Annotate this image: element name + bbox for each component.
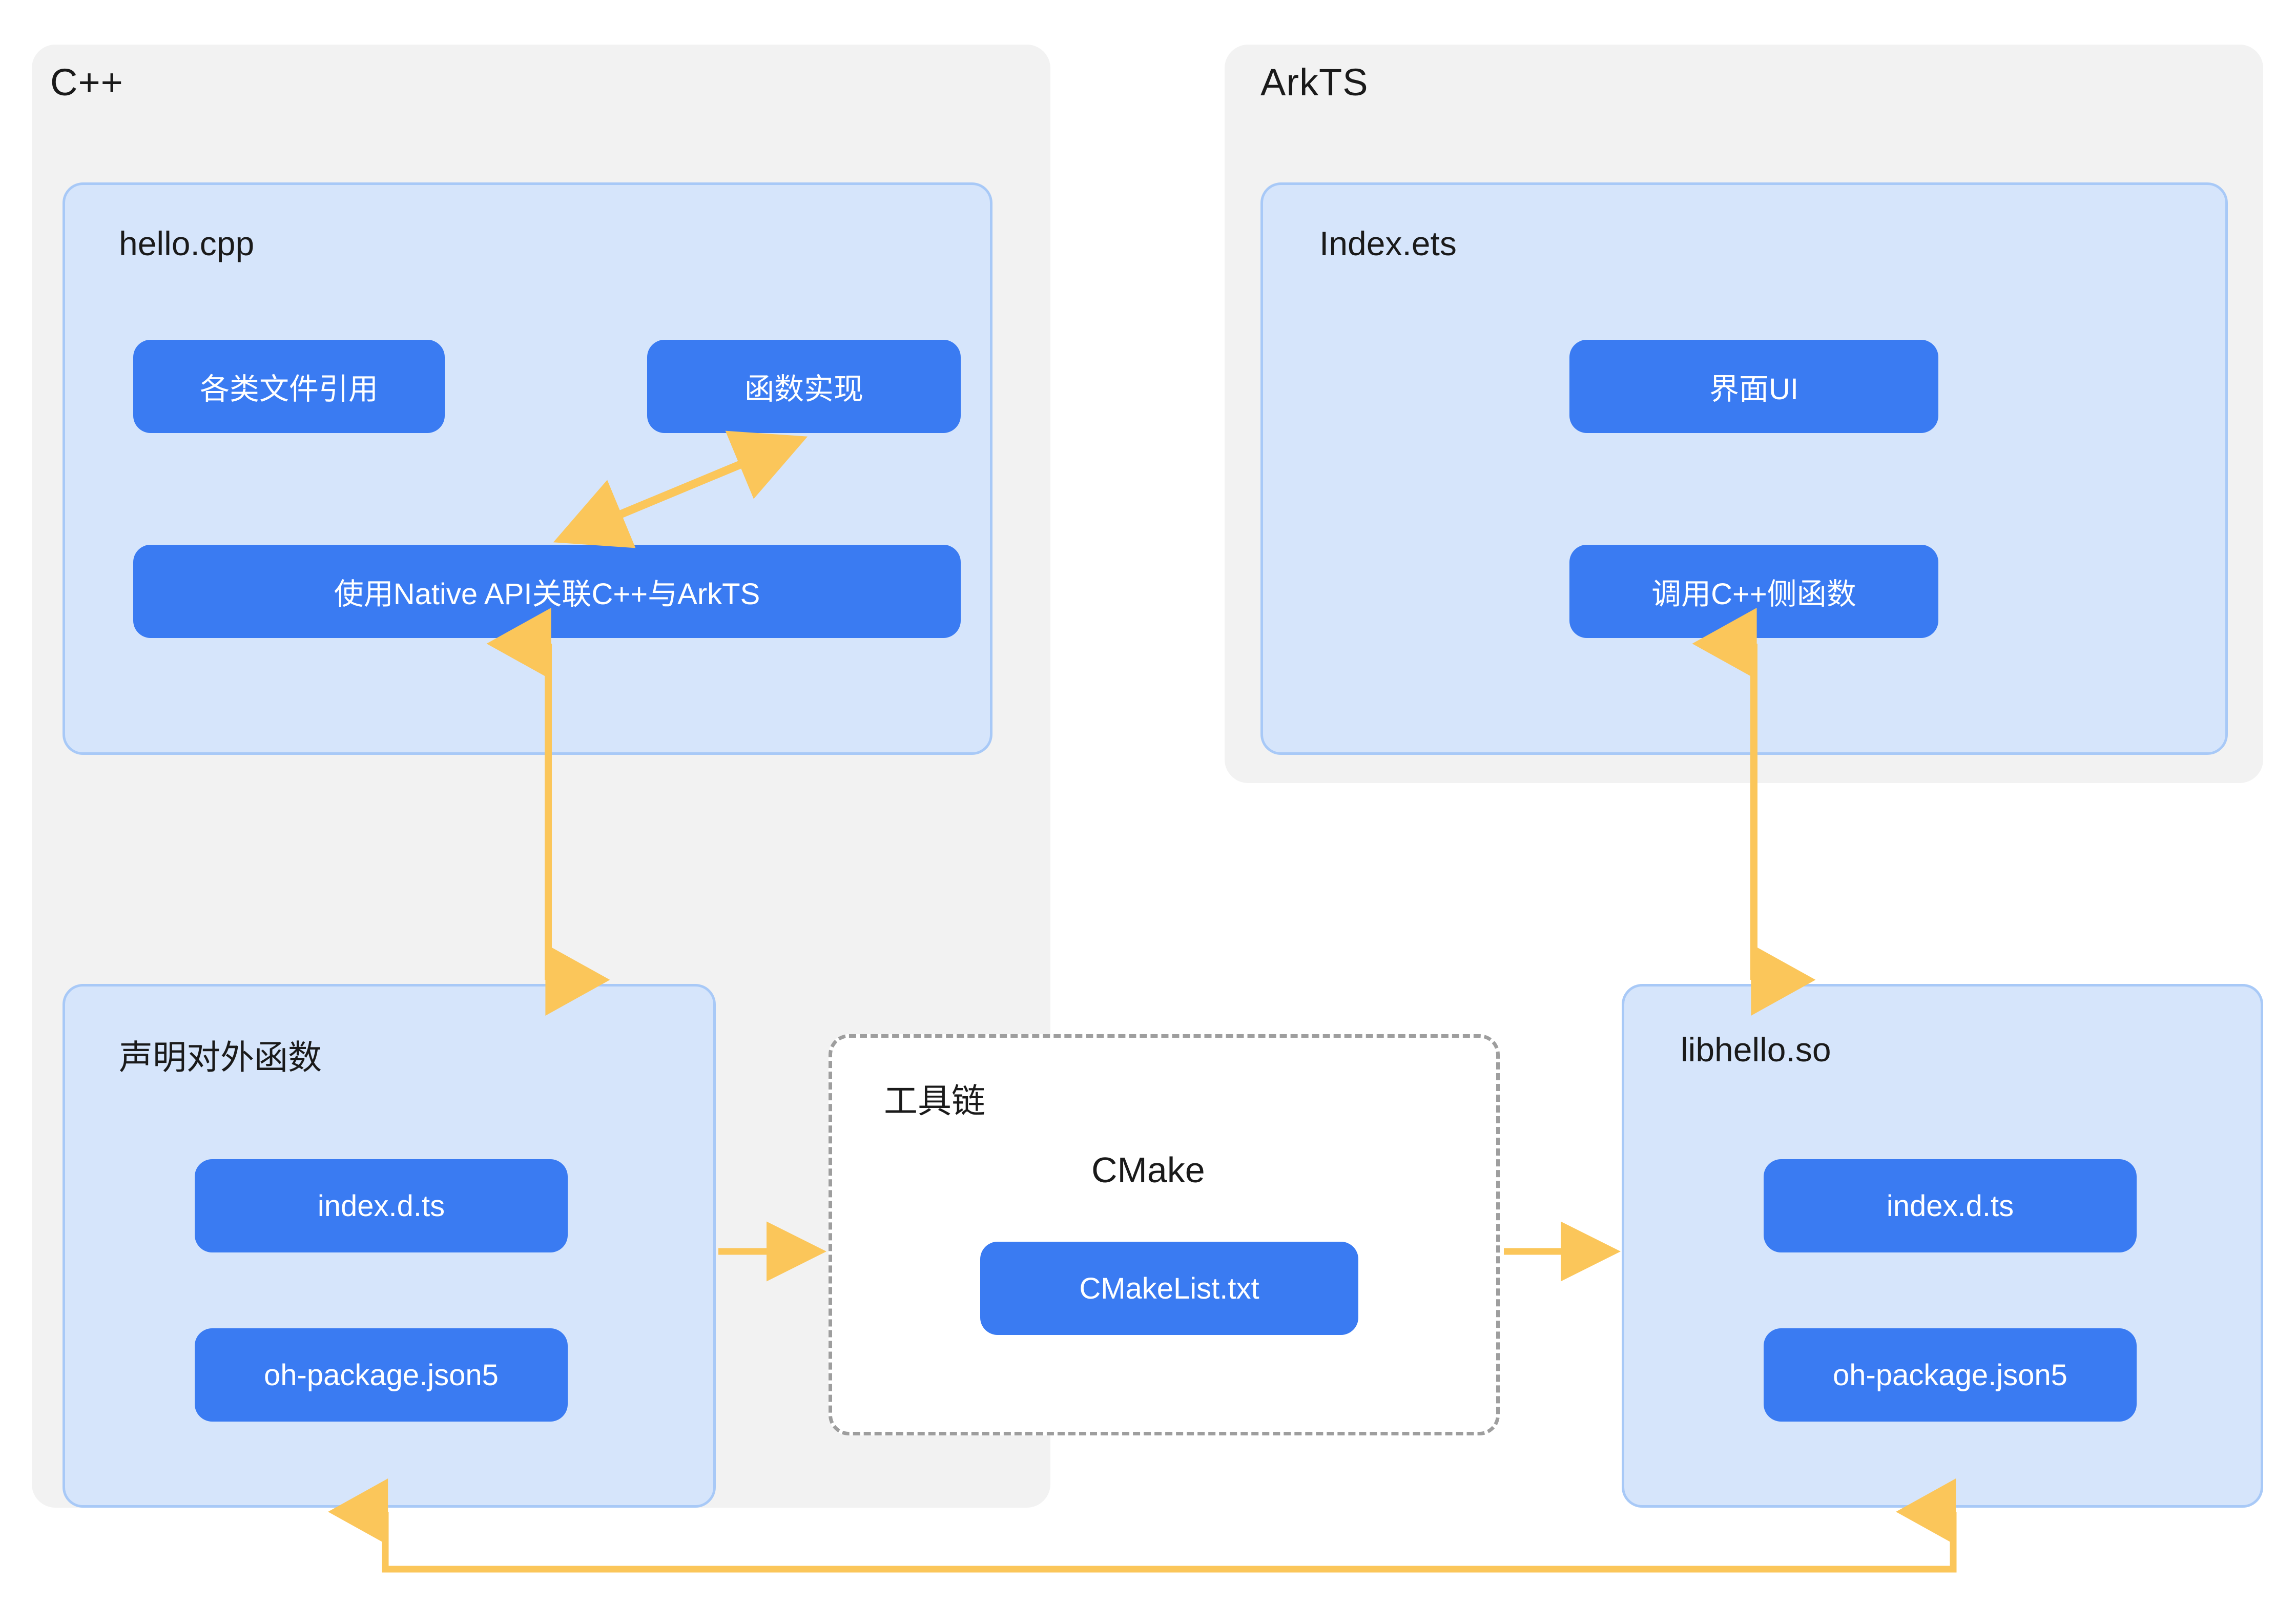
card-toolchain <box>829 1034 1500 1435</box>
node-call-cpp-function[interactable]: 调用C++侧函数 <box>1569 545 1938 638</box>
node-native-api-bridge[interactable]: 使用Native API关联C++与ArkTS <box>133 545 961 638</box>
node-index-d-ts-declare[interactable]: index.d.ts <box>195 1159 568 1252</box>
panel-cpp-label: C++ <box>50 61 123 104</box>
card-declare-exports-title: 声明对外函数 <box>119 1038 322 1076</box>
card-libhello-so-title: libhello.so <box>1681 1031 1831 1068</box>
cmake-label: CMake <box>1091 1150 1205 1190</box>
node-function-implementation[interactable]: 函数实现 <box>647 340 961 433</box>
node-ui[interactable]: 界面UI <box>1569 340 1938 433</box>
node-file-reference[interactable]: 各类文件引用 <box>133 340 445 433</box>
card-index-ets-title: Index.ets <box>1319 224 1457 262</box>
node-cmakelist-txt[interactable]: CMakeList.txt <box>980 1242 1358 1335</box>
card-hello-cpp-title: hello.cpp <box>119 224 255 262</box>
arrow-bottom-bus <box>328 1478 1957 1573</box>
card-toolchain-title: 工具链 <box>884 1082 985 1120</box>
node-index-d-ts-libhello[interactable]: index.d.ts <box>1764 1159 2137 1252</box>
node-oh-package-json5-libhello[interactable]: oh-package.json5 <box>1764 1328 2137 1422</box>
node-oh-package-json5-declare[interactable]: oh-package.json5 <box>195 1328 568 1422</box>
panel-arkts-label: ArkTS <box>1260 61 1369 104</box>
card-index-ets <box>1260 182 2228 755</box>
card-hello-cpp <box>63 182 992 755</box>
